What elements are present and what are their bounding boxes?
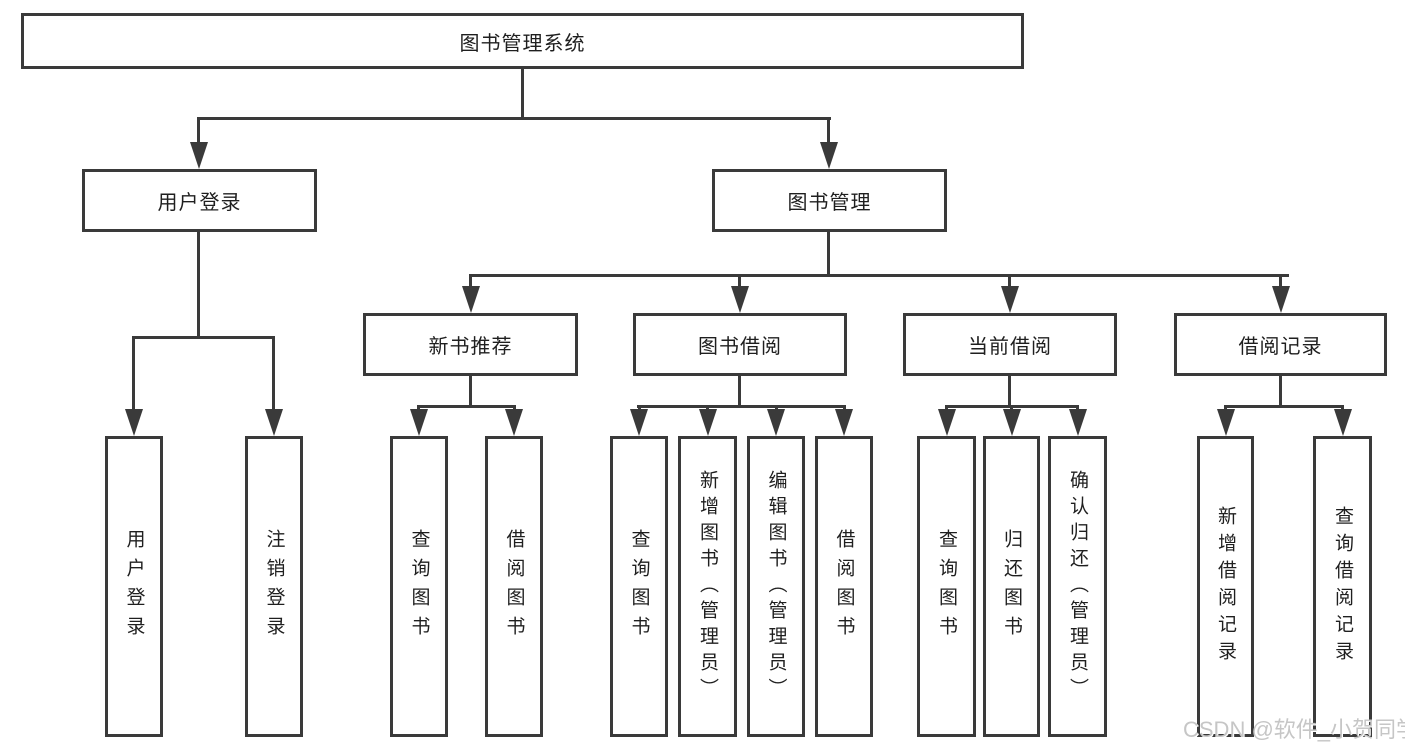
arrowhead-down-cb-leaf3 <box>1069 409 1087 436</box>
connector-user-login-down <box>197 232 200 339</box>
leaf-add-book-admin: 新增图书（管理员） <box>678 436 737 737</box>
node-user-login-label: 用户登录 <box>157 192 242 214</box>
leaf-logout: 注销登录 <box>245 436 303 737</box>
node-current-borrow-label: 当前借阅 <box>968 336 1052 358</box>
leaf-return-book: 归还图书 <box>983 436 1040 737</box>
connector-leaf-logout-stem <box>272 336 275 411</box>
leaf-user-login: 用户登录 <box>105 436 163 737</box>
arrowhead-down-rc-leaf1 <box>1217 409 1235 436</box>
arrowhead-down-bb-leaf4 <box>835 409 853 436</box>
leaf-borrow-books-borrow-label: 借阅图书 <box>833 528 855 645</box>
arrowhead-down-bb-leaf1 <box>630 409 648 436</box>
leaf-query-books-borrow: 查询图书 <box>610 436 668 737</box>
connector-borrow-branch <box>637 405 846 408</box>
node-book-borrow: 图书借阅 <box>633 313 847 376</box>
connector-level3-branch <box>469 274 1289 277</box>
connector-user-login-branch <box>132 336 275 339</box>
arrowhead-down-book-mgmt <box>820 142 838 169</box>
connector-user-login-stem <box>197 117 200 145</box>
connector-newbook-stem <box>469 274 472 288</box>
node-book-mgmt-label: 图书管理 <box>787 192 872 214</box>
arrowhead-down-cb-leaf2 <box>1003 409 1021 436</box>
node-book-borrow-label: 图书借阅 <box>698 336 782 358</box>
connector-root-stem <box>521 69 524 117</box>
watermark-text: CSDN @软件_小贺同学 <box>1183 717 1405 742</box>
leaf-user-login-label: 用户登录 <box>123 528 145 645</box>
arrowhead-down-current <box>1001 286 1019 313</box>
leaf-query-books-newbook: 查询图书 <box>390 436 448 737</box>
arrowhead-down-rc-leaf2 <box>1334 409 1352 436</box>
node-user-login: 用户登录 <box>82 169 317 232</box>
arrowhead-down-newbook <box>462 286 480 313</box>
arrowhead-down-bb-leaf2 <box>699 409 717 436</box>
connector-records-down <box>1279 376 1282 408</box>
node-current-borrow: 当前借阅 <box>903 313 1117 376</box>
connector-newbook-branch <box>417 405 516 408</box>
leaf-confirm-return-admin-label: 确认归还（管理员） <box>1067 469 1088 704</box>
arrowhead-down-bb-leaf3 <box>767 409 785 436</box>
leaf-query-borrow-record: 查询借阅记录 <box>1313 436 1372 737</box>
connector-current-stem <box>1008 274 1011 288</box>
arrowhead-down-nb-leaf2 <box>505 409 523 436</box>
leaf-add-borrow-record: 新增借阅记录 <box>1197 436 1254 737</box>
connector-borrow-stem <box>738 274 741 288</box>
arrowhead-down-borrow <box>731 286 749 313</box>
arrowhead-down-leaf-logout <box>265 409 283 436</box>
leaf-edit-book-admin-label: 编辑图书（管理员） <box>765 469 787 704</box>
leaf-query-books-current: 查询图书 <box>917 436 976 737</box>
leaf-query-books-current-label: 查询图书 <box>936 528 957 645</box>
leaf-logout-label: 注销登录 <box>263 528 285 645</box>
leaf-return-book-label: 归还图书 <box>1001 528 1022 645</box>
node-book-mgmt: 图书管理 <box>712 169 947 232</box>
connector-current-down <box>1008 376 1011 408</box>
leaf-borrow-books-newbook: 借阅图书 <box>485 436 543 737</box>
arrowhead-down-leaf-login <box>125 409 143 436</box>
node-root: 图书管理系统 <box>21 13 1024 69</box>
connector-level2-branch <box>197 117 831 120</box>
node-borrow-records: 借阅记录 <box>1174 313 1387 376</box>
node-new-book-recommend: 新书推荐 <box>363 313 578 376</box>
arrowhead-down-records <box>1272 286 1290 313</box>
arrowhead-down-cb-leaf1 <box>938 409 956 436</box>
arrowhead-down-nb-leaf1 <box>410 409 428 436</box>
leaf-add-book-admin-label: 新增图书（管理员） <box>697 469 718 704</box>
connector-records-stem <box>1279 274 1282 288</box>
arrowhead-down-user-login <box>190 142 208 169</box>
leaf-query-books-newbook-label: 查询图书 <box>408 528 430 645</box>
leaf-borrow-books-borrow: 借阅图书 <box>815 436 873 737</box>
node-borrow-records-label: 借阅记录 <box>1238 336 1323 358</box>
connector-newbook-down <box>469 376 472 408</box>
connector-borrow-down <box>738 376 741 408</box>
connector-leaf-login-stem <box>132 336 135 411</box>
connector-book-mgmt-stem <box>827 117 830 145</box>
node-root-label: 图书管理系统 <box>459 32 586 55</box>
leaf-query-books-borrow-label: 查询图书 <box>628 528 650 645</box>
leaf-confirm-return-admin: 确认归还（管理员） <box>1048 436 1107 737</box>
leaf-query-borrow-record-label: 查询借阅记录 <box>1332 505 1353 668</box>
node-new-book-recommend-label: 新书推荐 <box>428 336 513 358</box>
connector-records-branch <box>1224 405 1344 408</box>
leaf-borrow-books-newbook-label: 借阅图书 <box>503 528 525 645</box>
connector-book-mgmt-down <box>827 232 830 277</box>
leaf-edit-book-admin: 编辑图书（管理员） <box>747 436 805 737</box>
leaf-add-borrow-record-label: 新增借阅记录 <box>1215 505 1236 668</box>
